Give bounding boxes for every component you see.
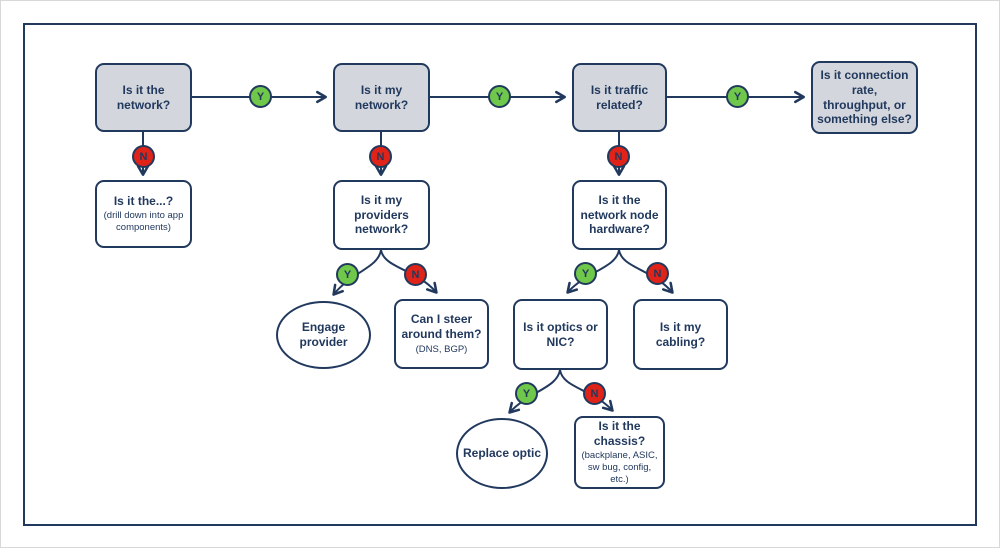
- node-label: Can I steer around them?: [401, 312, 482, 342]
- node-label: Is it traffic related?: [590, 82, 649, 112]
- arrow-optics-yes: [508, 369, 561, 414]
- node-label: Is it optics or NIC?: [523, 319, 598, 349]
- arrow-nodehw-yes: [566, 249, 620, 294]
- yes-badge: Y: [515, 382, 538, 405]
- node-label: Is it the network?: [116, 82, 171, 112]
- arrow-optics-no: [559, 369, 614, 412]
- node-optics-or-nic: Is it optics or NIC?: [513, 299, 608, 370]
- yes-badge: Y: [488, 85, 511, 108]
- node-is-it-the-network: Is it the network?: [95, 63, 192, 132]
- no-badge: N: [132, 145, 155, 168]
- node-is-it-the-chassis: Is it the chassis? (backplane, ASIC, sw …: [574, 416, 665, 489]
- node-label: Is it my cabling?: [655, 319, 706, 349]
- node-label: Is it the...?: [113, 193, 174, 208]
- no-badge: N: [583, 382, 606, 405]
- arrow-providers-yes: [332, 249, 382, 296]
- node-is-it-my-cabling: Is it my cabling?: [633, 299, 728, 370]
- no-badge: N: [646, 262, 669, 285]
- node-label: Replace optic: [462, 446, 542, 461]
- node-sublabel: (backplane, ASIC, sw bug, config, etc.): [581, 450, 658, 486]
- yes-badge: Y: [249, 85, 272, 108]
- node-label: Is it connection rate, throughput, or so…: [817, 68, 912, 127]
- node-is-it-traffic-related: Is it traffic related?: [572, 63, 667, 132]
- no-badge: N: [404, 263, 427, 286]
- yes-badge: Y: [574, 262, 597, 285]
- node-label: Is it my providers network?: [354, 193, 409, 237]
- node-is-it-providers-network: Is it my providers network?: [333, 180, 430, 250]
- node-engage-provider: Engage provider: [276, 301, 371, 369]
- node-connection-rate-throughput: Is it connection rate, throughput, or so…: [811, 61, 918, 134]
- node-is-it-my-network: Is it my network?: [333, 63, 430, 132]
- arrow-nodehw-no: [618, 249, 674, 294]
- no-badge: N: [607, 145, 630, 168]
- arrow-providers-no: [380, 249, 438, 294]
- node-can-i-steer-around: Can I steer around them? (DNS, BGP): [394, 299, 489, 369]
- yes-badge: Y: [726, 85, 749, 108]
- node-is-it-the-drilldown: Is it the...? (drill down into app compo…: [95, 180, 192, 248]
- node-sublabel: (DNS, BGP): [415, 343, 468, 355]
- node-label: Is it my network?: [354, 82, 409, 112]
- diagram-border: [23, 23, 977, 526]
- node-label: Engage provider: [299, 320, 348, 349]
- no-badge: N: [369, 145, 392, 168]
- node-sublabel: (drill down into app components): [103, 210, 184, 234]
- yes-badge: Y: [336, 263, 359, 286]
- node-network-node-hardware: Is it the network node hardware?: [572, 180, 667, 250]
- node-label: Is it the chassis?: [593, 419, 646, 448]
- node-label: Is it the network node hardware?: [580, 193, 659, 237]
- node-replace-optic: Replace optic: [456, 418, 548, 489]
